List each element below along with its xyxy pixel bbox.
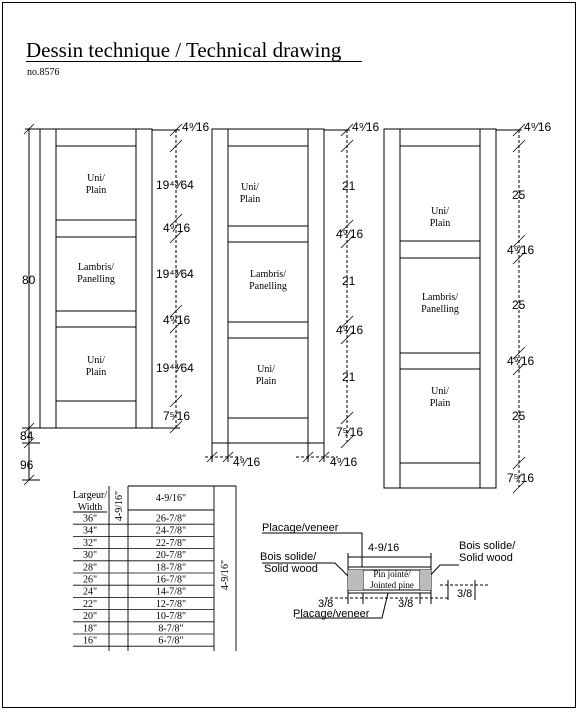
section-core-label: Pin jointé/ <box>373 569 411 579</box>
section-solid-left-label: Bois solide/ <box>260 551 317 563</box>
door-2-panel-top <box>227 145 309 227</box>
table-cell-rail: 22-7/8" <box>156 538 186 549</box>
door-3-panel-top <box>399 145 481 242</box>
door-2-dim-stile-right: 4⁹⁄16 <box>330 455 357 469</box>
door-2-dim-panel-mid: 21 <box>342 274 356 288</box>
section-dim-right: 3/8 <box>457 588 472 600</box>
door-2-panel-mid-label: Lambris/ <box>250 269 286 280</box>
door-1-dim-height-96: 96 <box>20 458 34 472</box>
table-cell-width: 26" <box>83 575 97 586</box>
table-cell-rail: 8-7/8" <box>158 623 183 634</box>
svg-text:Plain: Plain <box>430 398 451 409</box>
section-dim-left: 3/8 <box>318 598 333 610</box>
table-cell-width: 36" <box>83 514 97 525</box>
door-3-panel-top-label: Uni/ <box>431 206 449 217</box>
door-3-panel-bot-label: Uni/ <box>431 386 449 397</box>
door-1-dim-height-80: 80 <box>22 273 36 287</box>
table-cell-rail: 10-7/8" <box>156 611 186 622</box>
door-1-dim-top-rail: 4⁹⁄16 <box>182 120 209 134</box>
table-cell-width: 18" <box>83 623 97 634</box>
table-header-largeur: Largeur/ <box>73 490 107 501</box>
section-dim-width: 4-9/16 <box>368 542 399 554</box>
width-table-grid <box>73 485 237 651</box>
door-3-panel-mid <box>399 257 481 354</box>
door-1-dim-rail-2: 4⁹⁄16 <box>163 221 190 235</box>
door-3-dim-top-rail: 4⁹⁄16 <box>524 120 551 134</box>
door-3-panel-mid-label: Lambris/ <box>422 292 458 303</box>
table-cell-width: 16" <box>83 636 97 647</box>
door-1-dim-panel-bot: 19⁴³⁄64 <box>156 361 194 375</box>
table-cell-rail: 24-7/8" <box>156 526 186 537</box>
table-rail-header: 4-9/16" <box>156 493 186 504</box>
door-2-panel-top-label: Uni/ <box>241 182 259 193</box>
door-2-dim-stile-left: 4⁹⁄16 <box>233 455 260 469</box>
door-2-panel-bot-label: Uni/ <box>257 364 275 375</box>
door-1-dim-bottom-rail: 7⁵⁄16 <box>163 409 190 423</box>
door-3 <box>383 123 526 494</box>
door-3-outline <box>383 128 497 489</box>
door-2-dim-top-rail: 4⁹⁄16 <box>352 120 379 134</box>
door-1-dim-rail-3: 4⁹⁄16 <box>163 313 190 327</box>
section-solid-right-label: Bois solide/ <box>459 540 516 552</box>
table-cell-width: 20" <box>83 611 97 622</box>
table-cell-width: 32" <box>83 538 97 549</box>
door-2-dim-rail-3: 4⁹⁄16 <box>336 323 363 337</box>
table-cell-rail: 20-7/8" <box>156 550 186 561</box>
svg-text:Solid wood: Solid wood <box>264 563 318 575</box>
svg-text:Plain: Plain <box>240 194 261 205</box>
section-dim-mid: 3/8 <box>398 598 413 610</box>
door-3-dim-bottom-rail: 7⁵⁄16 <box>507 471 534 485</box>
section-veneer-bottom-label: Placage/veneer <box>293 608 370 620</box>
door-3-dim-panel-top: 25 <box>512 188 526 202</box>
table-cell-width: 34" <box>83 526 97 537</box>
svg-text:Plain: Plain <box>86 367 107 378</box>
svg-text:Solid wood: Solid wood <box>459 552 513 564</box>
svg-text:Plain: Plain <box>256 376 277 387</box>
door-2 <box>205 123 354 463</box>
door-3-dim-panel-mid: 25 <box>512 298 526 312</box>
table-stile-header: 4-9/16" <box>114 491 125 521</box>
svg-text:Panelling: Panelling <box>77 274 115 285</box>
table-cell-rail: 16-7/8" <box>156 575 186 586</box>
section-veneer-top-label: Placage/veneer <box>262 522 339 534</box>
svg-text:Jointed pine: Jointed pine <box>370 580 414 590</box>
door-1-dim-height-84: 84 <box>20 429 34 443</box>
title-underline <box>26 61 362 62</box>
door-2-dim-panel-top: 21 <box>342 179 356 193</box>
door-2-dim-rail-2: 4⁹⁄16 <box>336 227 363 241</box>
door-3-dim-rail-3: 4⁹⁄16 <box>507 354 534 368</box>
width-table-rows: 36" 26-7/8" 34" 24-7/8" 32" 22-7/8" 30" 20-7/8"… <box>73 514 214 647</box>
door-3-dim-panel-bot: 25 <box>512 409 526 423</box>
svg-text:Panelling: Panelling <box>249 281 287 292</box>
door-1-dim-panel-top: 19⁴³⁄64 <box>156 178 194 192</box>
door-2-dim-panel-bot: 21 <box>342 370 356 384</box>
table-cell-rail: 12-7/8" <box>156 599 186 610</box>
svg-text:Plain: Plain <box>430 218 451 229</box>
table-cell-width: 28" <box>83 562 97 573</box>
door-1-outline <box>39 128 153 429</box>
table-cell-rail: 6-7/8" <box>158 636 183 647</box>
table-cell-width: 24" <box>83 587 97 598</box>
door-3-dim-rail-2: 4⁹⁄16 <box>507 243 534 257</box>
door-1-dim-panel-mid: 19⁴³⁄64 <box>156 267 194 281</box>
table-cell-rail: 18-7/8" <box>156 562 186 573</box>
door-2-dim-bottom-rail: 7⁵⁄16 <box>336 425 363 439</box>
table-cell-width: 30" <box>83 550 97 561</box>
svg-text:Panelling: Panelling <box>421 304 459 315</box>
document-number: no.8576 <box>27 67 60 78</box>
table-cell-width: 22" <box>83 599 97 610</box>
door-1-panel-bot-label: Uni/ <box>87 355 105 366</box>
door-1-panel-mid-label: Lambris/ <box>78 262 114 273</box>
table-stile-side-label: 4-9/16" <box>220 560 231 590</box>
page-title: Dessin technique / Technical drawing <box>26 38 342 62</box>
door-1 <box>22 123 183 486</box>
door-1-panel-top-label: Uni/ <box>87 173 105 184</box>
door-2-outline <box>211 128 325 444</box>
table-cell-rail: 26-7/8" <box>156 514 186 525</box>
table-header-width: Width <box>78 502 103 513</box>
svg-text:Plain: Plain <box>86 185 107 196</box>
table-cell-rail: 14-7/8" <box>156 587 186 598</box>
